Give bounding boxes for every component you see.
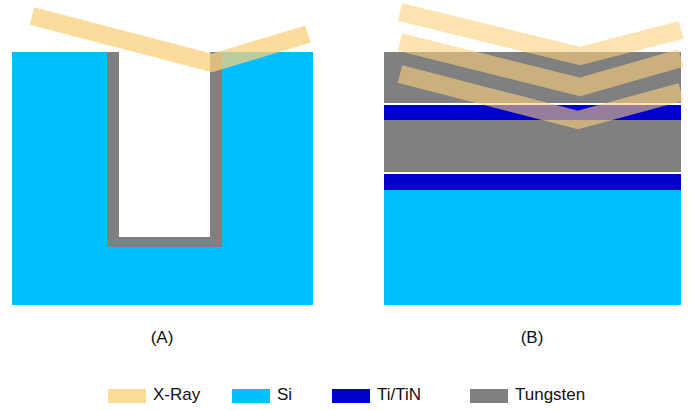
panel-label: (B) (521, 328, 544, 348)
legend-text: Ti/TiN (377, 385, 421, 405)
panel-label: (A) (151, 328, 174, 348)
legend-text: X-Ray (153, 385, 200, 405)
legend-swatch (108, 389, 146, 403)
legend-swatch (470, 389, 508, 403)
ti-tin-layer (384, 174, 681, 190)
tungsten-layer (384, 120, 681, 172)
silicon-substrate (12, 52, 313, 305)
x-ray-beam (400, 74, 681, 120)
silicon-substrate (384, 52, 681, 305)
tungsten-liner (107, 52, 222, 247)
legend-swatch (232, 389, 270, 403)
legend-swatch (332, 389, 370, 403)
trench (119, 52, 210, 237)
legend-text: Si (277, 385, 292, 405)
x-ray-beam (32, 16, 308, 63)
legend-text: Tungsten (515, 385, 585, 405)
interface-line (384, 172, 681, 174)
